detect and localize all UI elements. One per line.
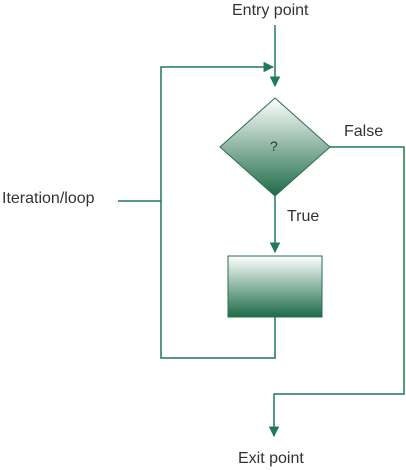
false-label: False	[344, 123, 384, 140]
iteration-loop-label: Iteration/loop	[2, 190, 95, 207]
loop-back-arrow	[160, 61, 276, 359]
decision-question-mark: ?	[270, 138, 278, 154]
process-box	[227, 255, 323, 318]
exit-point-label: Exit point	[238, 450, 304, 467]
true-label: True	[287, 208, 320, 225]
entry-point-label: Entry point	[232, 2, 309, 19]
false-exit-arrow	[268, 146, 405, 438]
